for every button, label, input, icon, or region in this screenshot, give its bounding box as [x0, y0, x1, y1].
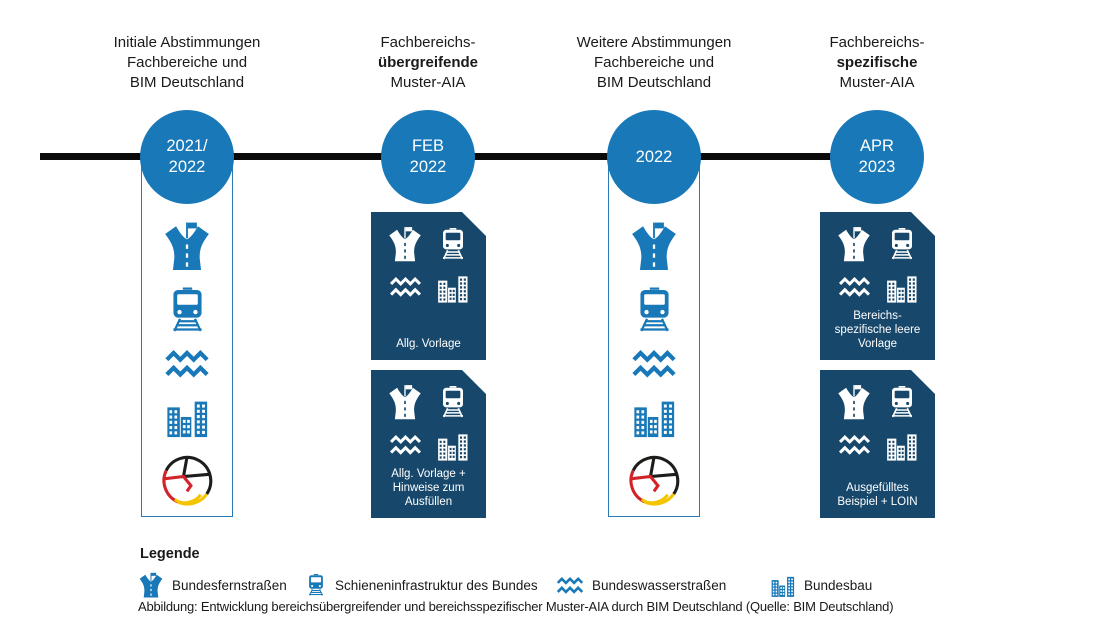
buildings-icon — [631, 393, 678, 439]
date-line: 2022 — [168, 158, 206, 176]
legend-item-bundesbau: Bundesbau — [770, 570, 872, 600]
date-line: FEB — [411, 137, 445, 155]
buildings-icon — [436, 270, 470, 304]
milestone-date-3: 2022 — [607, 110, 701, 204]
legend-item-bundeswasserstrassen: Bundeswasserstraßen — [556, 570, 726, 600]
road-icon — [387, 226, 423, 262]
road-icon — [162, 221, 212, 271]
road-icon — [387, 384, 423, 420]
train-icon — [437, 226, 469, 262]
road-icon — [836, 226, 872, 262]
doc-label: Bereichs- spezifische leere Vorlage — [834, 310, 921, 350]
header-line: BIM Deutschland — [129, 74, 245, 91]
train-icon — [437, 384, 469, 420]
header-line: Fachbereiche und — [593, 54, 715, 71]
buildings-icon — [885, 270, 919, 304]
column-1-header: Initiale Abstimmungen Fachbereiche und B… — [77, 33, 297, 93]
column-1-department-stack — [141, 158, 233, 517]
train-icon — [165, 285, 210, 335]
train-icon — [886, 384, 918, 420]
milestone-date-4: APR 2023 — [830, 110, 924, 204]
buildings-icon — [885, 428, 919, 462]
waves-icon — [389, 276, 422, 298]
doc-label: Allg. Vorlage + Hinweise zum Ausfüllen — [391, 468, 466, 508]
doc-label: Allg. Vorlage — [396, 338, 461, 350]
waves-icon — [838, 434, 871, 456]
header-line: Muster-AIA — [839, 74, 915, 91]
header-line: Initiale Abstimmungen — [113, 34, 261, 51]
header-line: Fachbereichs- — [829, 34, 925, 51]
train-icon — [305, 572, 327, 598]
column-3-header: Weitere Abstimmungen Fachbereiche und BI… — [544, 33, 764, 93]
legend-item-schieneninfrastruktur: Schieneninfrastruktur des Bundes — [305, 570, 538, 600]
train-icon — [632, 285, 677, 335]
legend-label: Bundesfernstraßen — [172, 577, 287, 593]
legend-label: Bundesbau — [804, 577, 873, 593]
header-line: spezifische — [836, 54, 918, 71]
waves-icon — [838, 276, 871, 298]
road-icon — [138, 572, 164, 598]
road-icon — [836, 384, 872, 420]
header-line: BIM Deutschland — [596, 74, 712, 91]
doc-ausgefuelltes-beispiel: Ausgefülltes Beispiel + LOIN — [820, 370, 935, 518]
header-line: Fachbereichs- — [380, 34, 476, 51]
doc-label: Ausgefülltes Beispiel + LOIN — [837, 482, 918, 508]
buildings-icon — [164, 393, 211, 439]
legend-item-bundesfernstrassen: Bundesfernstraßen — [138, 570, 287, 600]
buildings-icon — [770, 572, 796, 598]
date-line: APR — [860, 137, 894, 155]
milestone-date-2: FEB 2022 — [381, 110, 475, 204]
doc-icon-grid — [387, 384, 470, 462]
header-line: Muster-AIA — [390, 74, 466, 91]
header-line: Weitere Abstimmungen — [576, 34, 732, 51]
waves-icon — [389, 434, 422, 456]
bim-deutschland-logo-icon — [627, 453, 682, 508]
doc-bereichsspezifische-vorlage: Bereichs- spezifische leere Vorlage — [820, 212, 935, 360]
date-line: 2022 — [409, 158, 447, 176]
date-line: 2022 — [635, 147, 673, 166]
date-line: 2021/ — [166, 137, 208, 155]
milestone-date-1: 2021/ 2022 — [140, 110, 234, 204]
doc-icon-grid — [836, 384, 919, 462]
doc-allg-vorlage: Allg. Vorlage — [371, 212, 486, 360]
header-line: Fachbereiche und — [126, 54, 248, 71]
legend-title: Legende — [140, 546, 200, 562]
figure-caption: Abbildung: Entwicklung bereichsübergreif… — [138, 599, 894, 614]
date-line: 2023 — [858, 158, 896, 176]
waves-icon — [164, 349, 210, 379]
doc-icon-grid — [387, 226, 470, 304]
waves-icon — [556, 576, 584, 595]
waves-icon — [631, 349, 677, 379]
legend-label: Bundeswasserstraßen — [592, 577, 727, 593]
doc-allg-vorlage-hinweise: Allg. Vorlage + Hinweise zum Ausfüllen — [371, 370, 486, 518]
column-4-header: Fachbereichs- spezifische Muster-AIA — [767, 33, 987, 93]
doc-icon-grid — [836, 226, 919, 304]
bim-deutschland-logo-icon — [160, 453, 215, 508]
column-2-header: Fachbereichs- übergreifende Muster-AIA — [318, 33, 538, 93]
road-icon — [629, 221, 679, 271]
legend-label: Schieneninfrastruktur des Bundes — [335, 577, 538, 593]
header-line: übergreifende — [377, 54, 479, 71]
column-3-department-stack — [608, 158, 700, 517]
buildings-icon — [436, 428, 470, 462]
train-icon — [886, 226, 918, 262]
